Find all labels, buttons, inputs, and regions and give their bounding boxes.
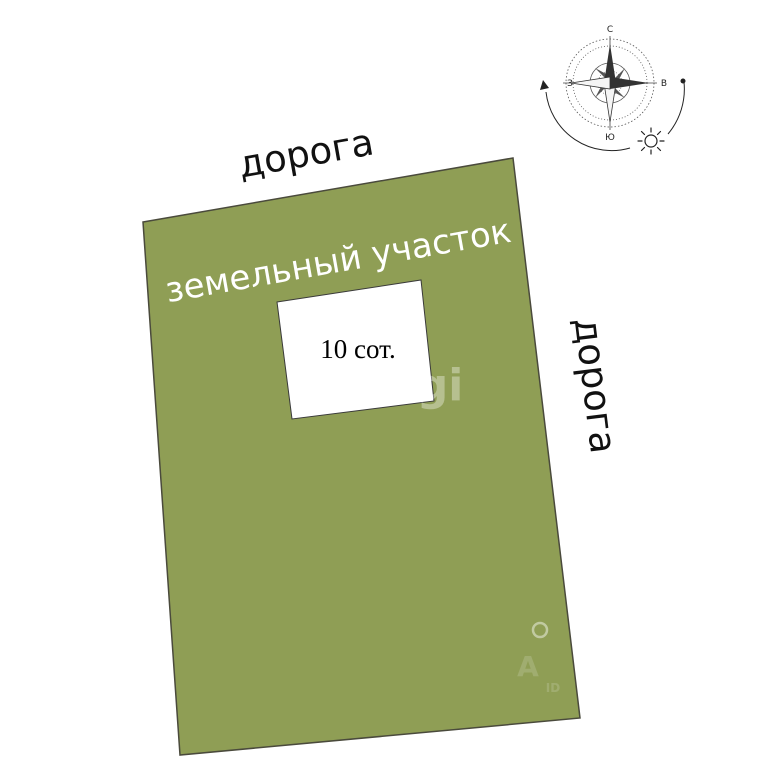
road-label-right: дорога	[566, 315, 625, 456]
watermark-corner-top: A	[517, 650, 539, 683]
arrow-head-icon	[540, 80, 549, 90]
watermark-corner-logo: A ID	[517, 621, 560, 695]
area-label: 10 сот.	[320, 334, 395, 364]
compass-east: В	[661, 79, 667, 89]
land-plot	[142, 157, 581, 756]
building-footprint	[276, 279, 435, 420]
road-label-top: дорога	[235, 120, 377, 186]
watermark-corner-bottom: ID	[546, 681, 560, 695]
sun-icon	[637, 127, 665, 155]
compass-west: З	[567, 79, 573, 89]
compass-north: С	[607, 25, 613, 35]
compass-south: Ю	[605, 133, 615, 143]
compass-rose-icon: С Ю З В	[540, 25, 686, 152]
watermark-center: gi	[417, 360, 464, 411]
